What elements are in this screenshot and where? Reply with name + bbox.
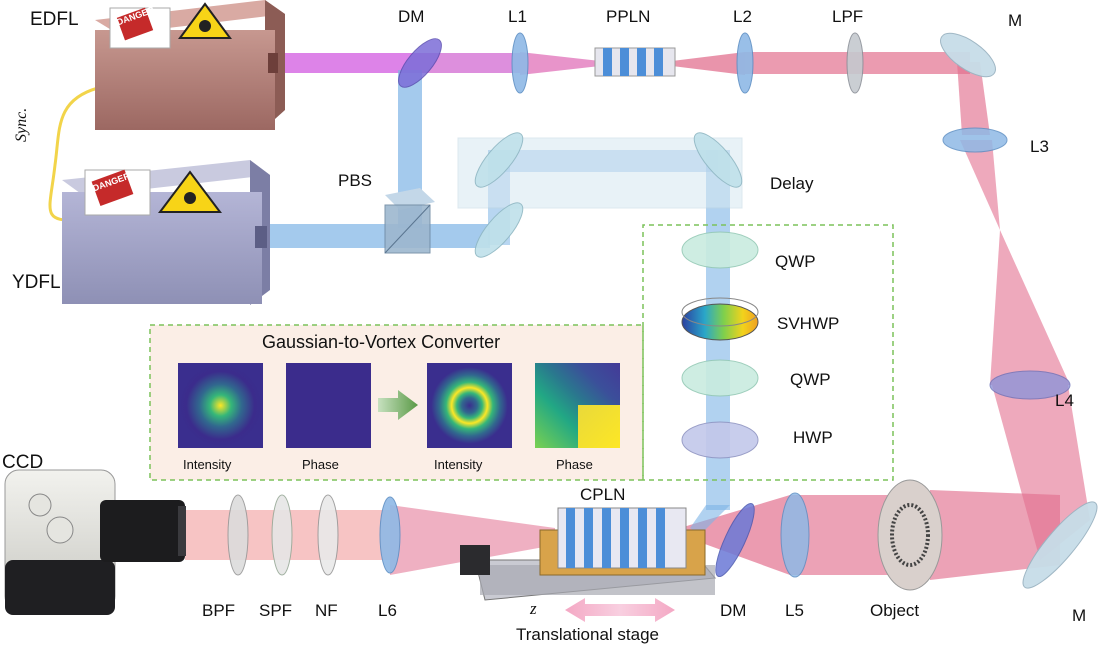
label-nf: NF bbox=[315, 601, 338, 620]
lens-l3 bbox=[942, 127, 1008, 153]
lens-l2 bbox=[736, 32, 754, 94]
label-bpf: BPF bbox=[202, 601, 236, 620]
label-z: z bbox=[530, 599, 537, 618]
label-m-bottom: M bbox=[1072, 606, 1087, 625]
beam-l4-m bbox=[992, 385, 1090, 560]
label-hwp: HWP bbox=[793, 428, 833, 447]
vortex-intensity-image bbox=[427, 363, 512, 448]
label-l6: L6 bbox=[378, 601, 397, 620]
waveplate-hwp bbox=[681, 421, 759, 459]
delay-plate bbox=[457, 137, 743, 209]
label-pbs: PBS bbox=[338, 171, 373, 190]
filter-bpf bbox=[227, 494, 249, 576]
beam-dm-l1 bbox=[420, 53, 520, 73]
label-delay: Delay bbox=[770, 174, 814, 193]
label-qwp-1: QWP bbox=[775, 252, 816, 271]
converter-title: Gaussian-to-Vortex Converter bbox=[262, 332, 501, 352]
waveplate-qwp-2 bbox=[681, 359, 759, 397]
label-cpln: CPLN bbox=[580, 485, 626, 504]
lens-l1 bbox=[511, 32, 529, 94]
label-l1: L1 bbox=[508, 7, 527, 26]
mirror-m-top bbox=[940, 32, 996, 78]
beam-l1-ppln bbox=[520, 52, 600, 75]
label-translational-stage: Translational stage bbox=[516, 625, 660, 644]
converter-arrow bbox=[378, 390, 418, 420]
beam-m-object bbox=[930, 490, 1060, 580]
label-l3: L3 bbox=[1030, 137, 1049, 156]
label-sync: Sync. bbox=[13, 107, 30, 142]
label-object: Object bbox=[870, 601, 920, 620]
delay-mirror-2 bbox=[474, 132, 524, 188]
label-l5: L5 bbox=[785, 601, 804, 620]
beam-ppln-l2 bbox=[672, 52, 745, 75]
mirror-m-bottom bbox=[1022, 501, 1098, 589]
caption-gaussian-intensity: Intensity bbox=[183, 457, 232, 472]
beam-cpln-l6 bbox=[390, 505, 555, 575]
delay-mirror-1 bbox=[474, 202, 524, 258]
beam-edfl-dm bbox=[275, 53, 420, 73]
edfl-laser bbox=[95, 0, 285, 130]
waveplate-svhwp bbox=[681, 297, 759, 341]
label-svhwp: SVHWP bbox=[777, 314, 840, 333]
vortex-phase-image bbox=[535, 363, 620, 448]
ppln-crystal bbox=[594, 47, 676, 77]
cpln-crystal bbox=[557, 507, 687, 569]
label-qwp-2: QWP bbox=[790, 370, 831, 389]
object-target bbox=[877, 479, 943, 591]
lens-l4 bbox=[989, 370, 1071, 400]
label-l2: L2 bbox=[733, 7, 752, 26]
label-ccd: CCD bbox=[2, 452, 44, 473]
waveplate-qwp-1 bbox=[681, 231, 759, 269]
beam-dm-cpln bbox=[690, 505, 730, 535]
label-ydfl: YDFL bbox=[12, 272, 61, 293]
ydfl-laser bbox=[62, 160, 270, 305]
label-dm-top: DM bbox=[398, 7, 425, 26]
beam-m-l3 bbox=[957, 62, 990, 135]
caption-flat-phase: Phase bbox=[302, 457, 339, 472]
label-m-top: M bbox=[1008, 11, 1023, 30]
beam-focus-l4 bbox=[990, 230, 1070, 385]
sync-cable bbox=[48, 86, 99, 222]
beam-ydfl-pbs bbox=[265, 224, 490, 248]
flat-phase-image bbox=[286, 363, 371, 448]
filter-nf bbox=[317, 494, 339, 576]
lens-l6 bbox=[379, 496, 401, 574]
label-spf: SPF bbox=[259, 601, 293, 620]
gaussian-intensity-image bbox=[178, 363, 263, 448]
label-lpf: LPF bbox=[832, 7, 864, 26]
converter-panel bbox=[149, 324, 644, 481]
label-dm-bottom: DM bbox=[720, 601, 747, 620]
dm-top bbox=[398, 38, 442, 88]
pbs-cube bbox=[384, 188, 435, 254]
lens-l5 bbox=[780, 492, 810, 578]
delay-mirror-3 bbox=[693, 132, 743, 188]
caption-vortex-phase: Phase bbox=[556, 457, 593, 472]
label-edfl: EDFL bbox=[30, 9, 79, 30]
label-l4: L4 bbox=[1055, 391, 1074, 410]
caption-vortex-intensity: Intensity bbox=[434, 457, 483, 472]
ccd-camera bbox=[4, 469, 186, 615]
modulation-dashed-box bbox=[642, 224, 894, 481]
dm-bottom bbox=[715, 503, 755, 577]
stage-arrow bbox=[565, 598, 675, 622]
label-ppln: PPLN bbox=[606, 7, 651, 26]
beam-l3-focus bbox=[960, 140, 1000, 230]
filter-lpf bbox=[846, 32, 864, 94]
filter-spf bbox=[271, 494, 293, 576]
